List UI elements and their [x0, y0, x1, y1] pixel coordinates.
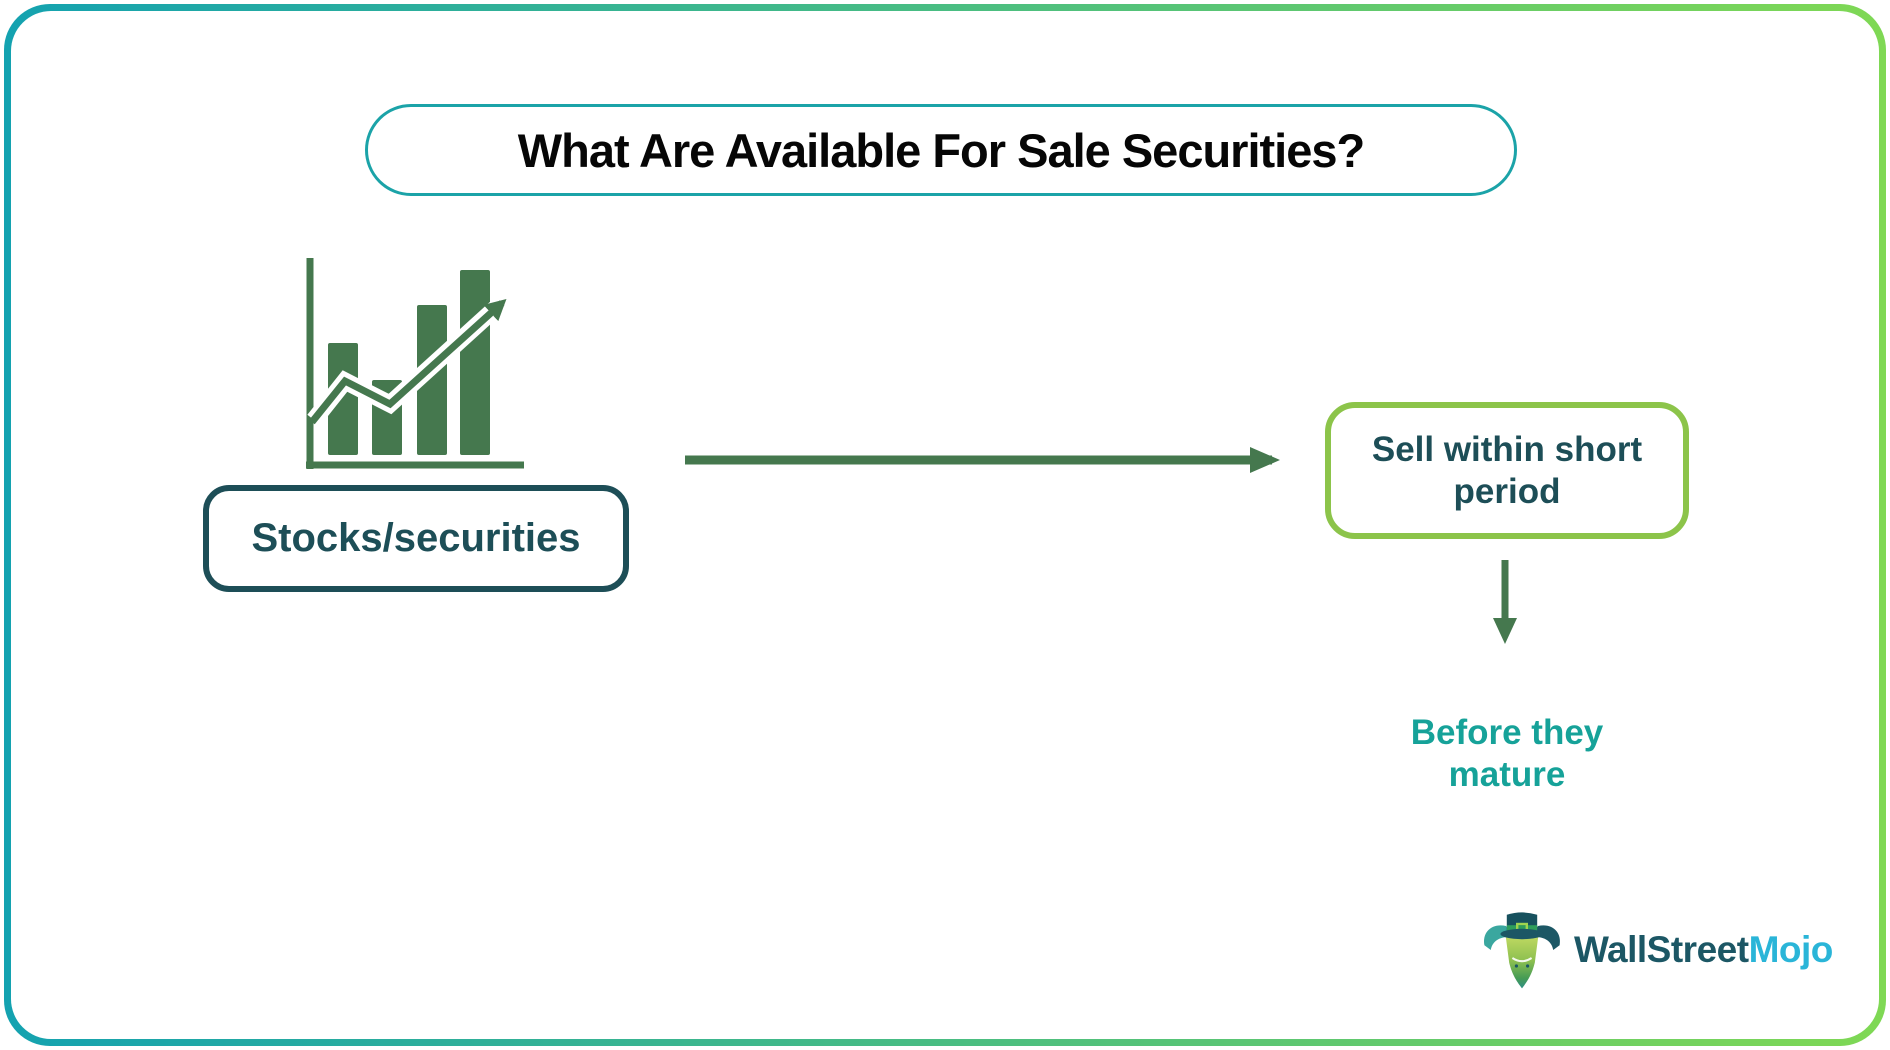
bull-muzzle-line [1511, 957, 1533, 963]
brand-name-primary: WallStreet [1574, 929, 1749, 970]
stocks-securities-box: Stocks/securities [203, 485, 629, 592]
down-arrow [1493, 560, 1517, 644]
sell-within-short-period-box: Sell within short period [1325, 402, 1689, 539]
bull-nostril-left [1514, 964, 1518, 968]
brand-name-accent: Mojo [1748, 929, 1834, 970]
bull-nostril-right [1526, 964, 1530, 968]
trend-line [309, 298, 507, 425]
bull-hat-brim [1500, 928, 1544, 940]
bull-hat-band [1506, 925, 1538, 932]
right-arrow [685, 447, 1280, 473]
stocks-securities-label: Stocks/securities [251, 516, 581, 560]
brand-wordmark: WallStreetMojo [1574, 929, 1833, 971]
chart-bar-3 [417, 305, 447, 455]
page-title: What Are Available For Sale Securities? [517, 123, 1365, 177]
bull-icon [1484, 912, 1560, 989]
wallstreetmojo-logo: WallStreetMojo [1482, 903, 1833, 997]
chart-bar-4 [460, 270, 490, 455]
growth-chart-icon [306, 258, 524, 469]
before-they-mature-label: Before they mature [1410, 713, 1604, 794]
title-banner: What Are Available For Sale Securities? [365, 104, 1517, 196]
chart-bar-1 [328, 343, 358, 455]
sell-within-short-period-label: Sell within short period [1371, 430, 1643, 511]
